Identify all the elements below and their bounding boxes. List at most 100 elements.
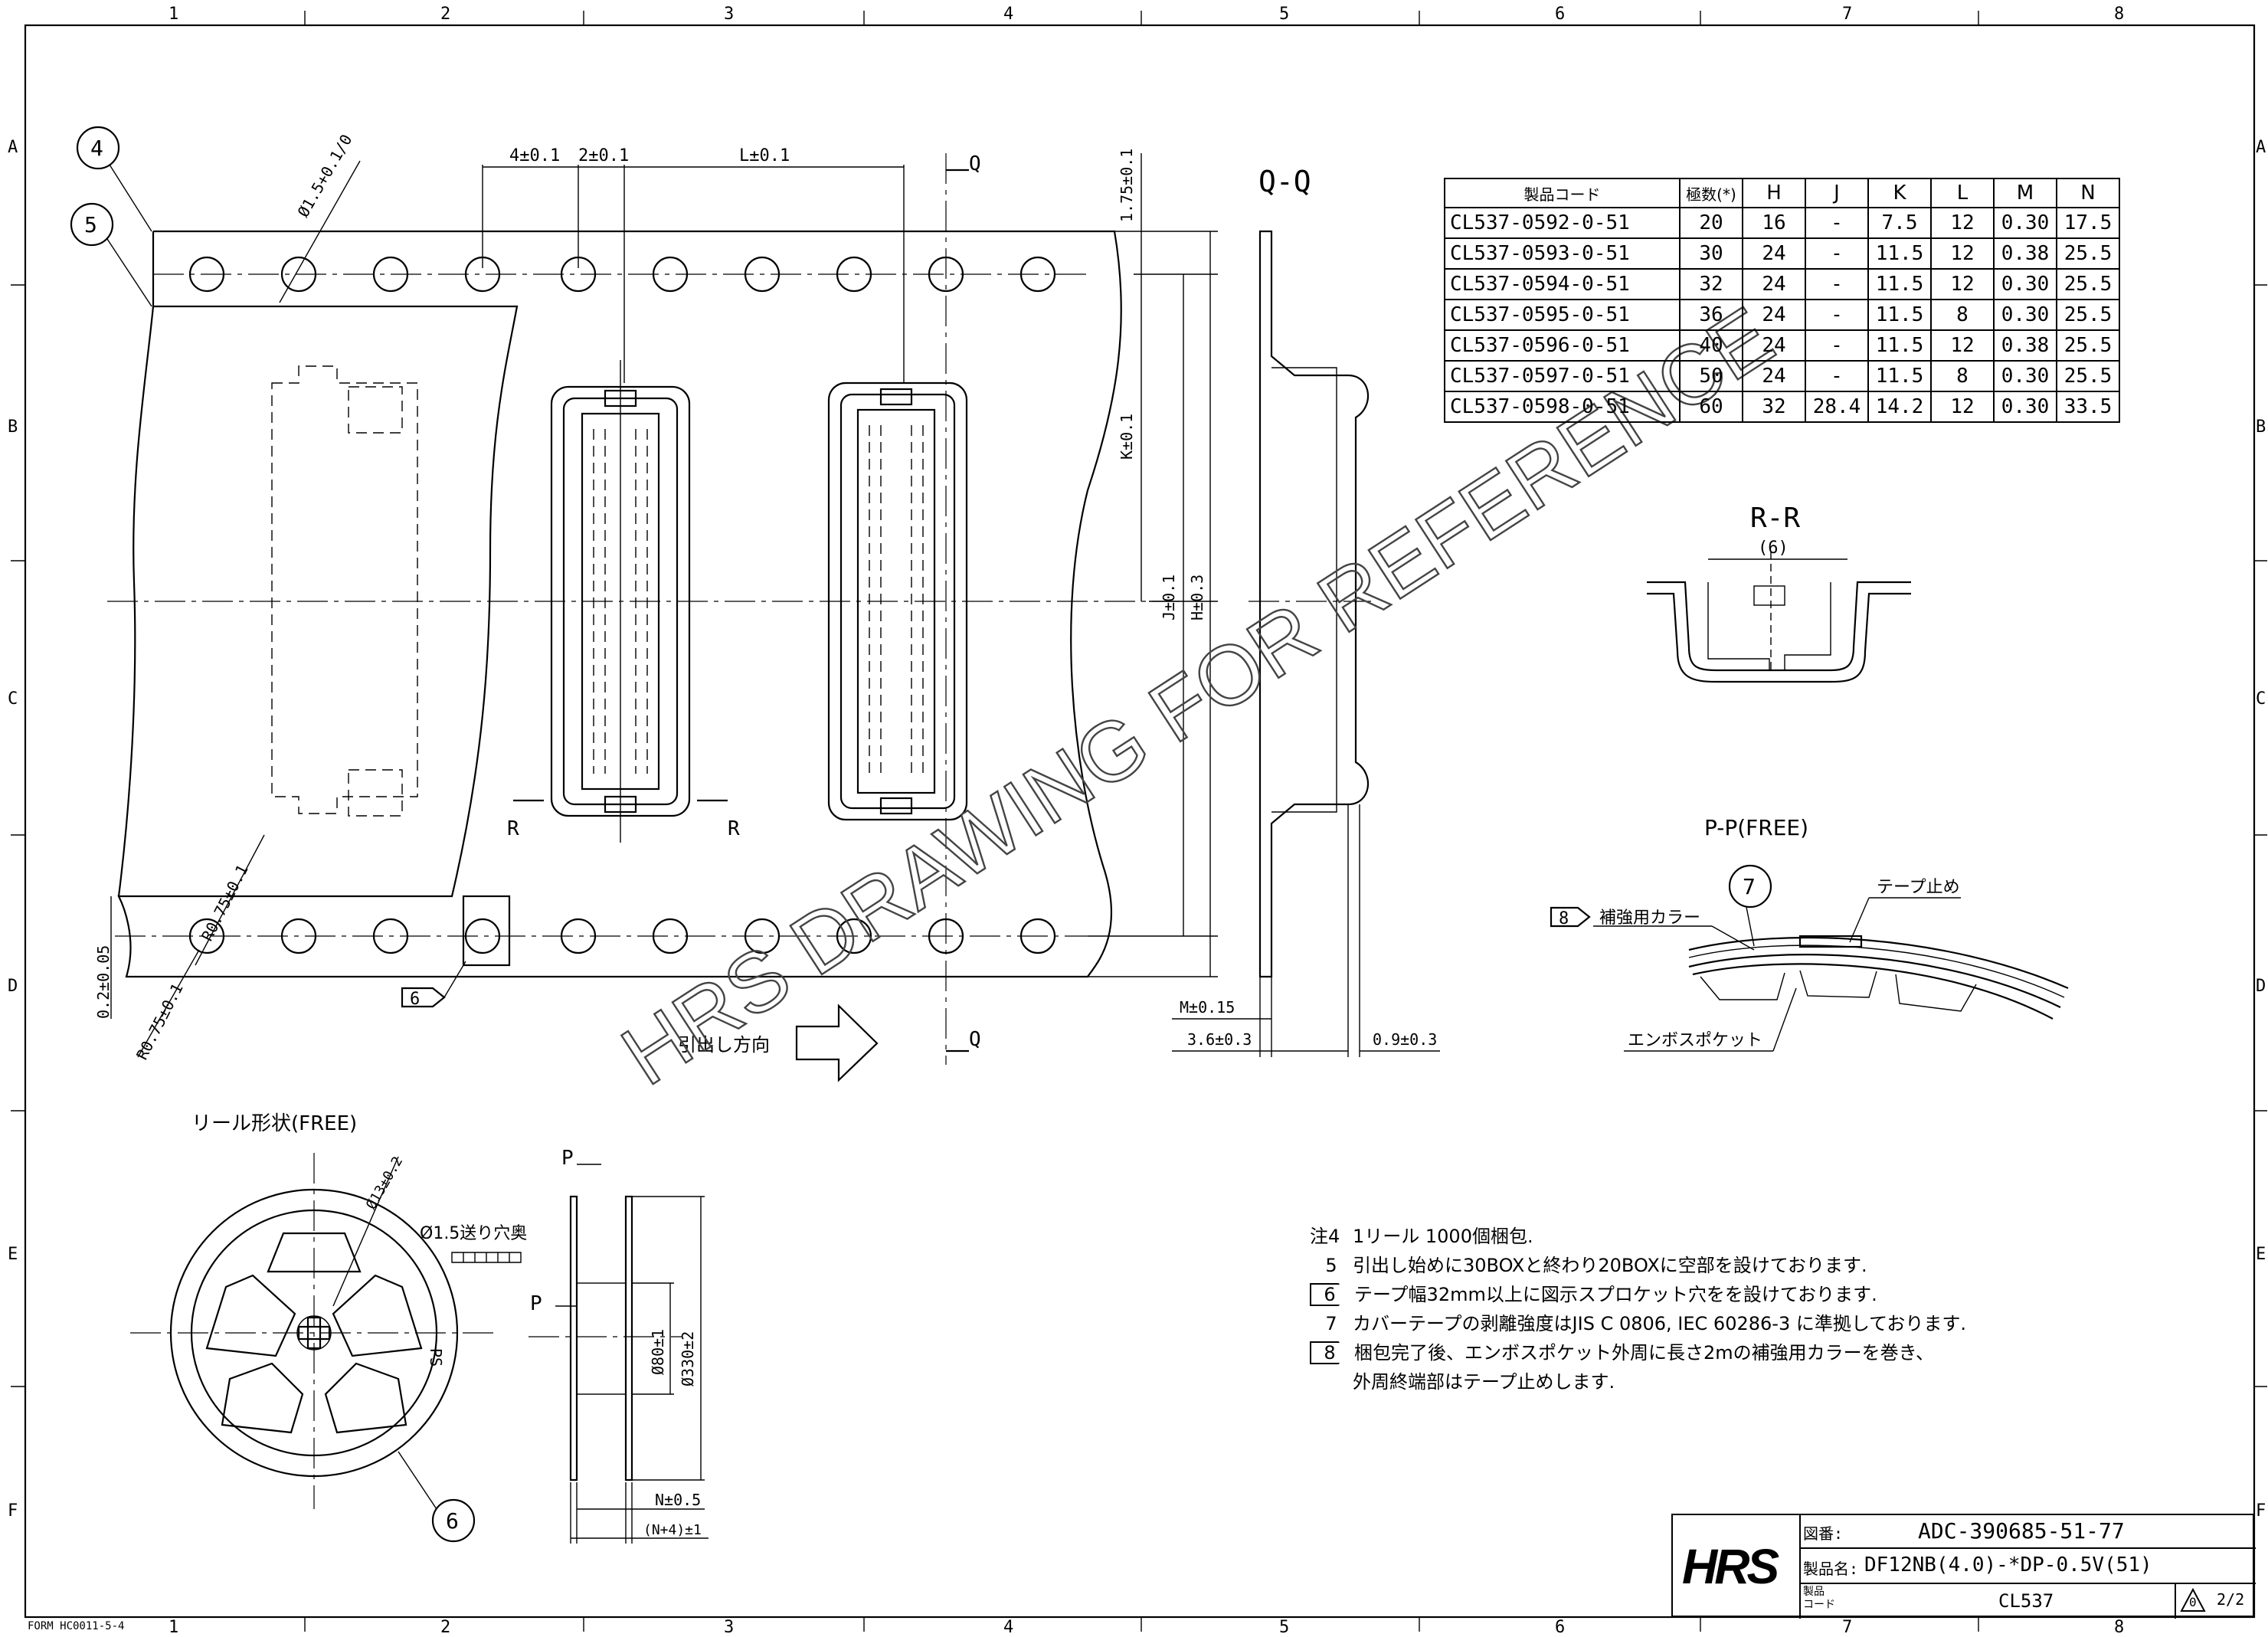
grid-label: D xyxy=(8,977,18,996)
table-cell: 25.5 xyxy=(2056,299,2120,331)
drawing-no: ADC-390685-51-77 xyxy=(1918,1518,2125,1544)
table-cell: 25.5 xyxy=(2056,360,2120,392)
carrier-tape-view: R R Q Q 4±0.1 2±0.1 L±0.1 Ø1.5+0.1/0 1.7… xyxy=(70,126,1218,1082)
pp-title: P-P(FREE) xyxy=(1704,815,1808,840)
dim-j: J±0.1 xyxy=(1160,575,1178,620)
dim-0-9: 0.9±0.3 xyxy=(1373,1030,1437,1049)
grid-label: A xyxy=(8,138,18,157)
grid-label: 1 xyxy=(169,5,179,24)
table-cell: 24 xyxy=(1742,329,1806,362)
title-block: HRS 図番: ADC-390685-51-77 製品名: DF12NB(4.0… xyxy=(1671,1514,2256,1619)
pp-pocket-label: エンボスポケット xyxy=(1628,1031,1762,1050)
grid-label: C xyxy=(8,689,18,709)
pull-direction: 引出し方向 xyxy=(678,1034,770,1056)
table-cell: CL537-0597-0-51 xyxy=(1444,360,1681,392)
product-name-label: 製品名: xyxy=(1803,1560,1859,1578)
table-cell: 11.5 xyxy=(1867,299,1932,331)
table-cell: 32 xyxy=(1679,268,1743,300)
grid-label: 7 xyxy=(1842,5,1853,24)
reel-ps-label: PS xyxy=(427,1348,445,1367)
balloon-4: 4 xyxy=(90,136,103,161)
section-pp-view: P-P(FREE) 7 8 補強用カラー テープ止め エンボスポケット xyxy=(1550,815,2069,1052)
rr-title: R-R xyxy=(1750,503,1800,534)
table-cell: 0.30 xyxy=(1993,299,2057,331)
section-rr-view: R-R (6) xyxy=(1647,503,1911,683)
dim-3-6: 3.6±0.3 xyxy=(1187,1030,1252,1049)
note-text: 引出し始めに30BOXと終わり20BOXに空部を設けております. xyxy=(1353,1255,1867,1276)
table-cell: 11.5 xyxy=(1867,360,1932,392)
table-cell: CL537-0595-0-51 xyxy=(1444,299,1681,331)
pocket-2 xyxy=(827,153,968,1065)
table-cell: 25.5 xyxy=(2056,237,2120,270)
table-cell: 16 xyxy=(1742,207,1806,239)
dim-r-top: R0.75±0.1 xyxy=(198,862,252,944)
grid-label: 8 xyxy=(2114,1618,2125,1637)
grid-label: 6 xyxy=(1555,5,1566,24)
table-header: H xyxy=(1742,178,1806,208)
note-line: 外周終端部はテープ止めします. xyxy=(1310,1367,1966,1396)
table-header: N xyxy=(2056,178,2120,208)
reel-hub-dim: Ø13±0.2 xyxy=(363,1154,406,1212)
note-text: 1リール 1000個梱包. xyxy=(1353,1226,1533,1247)
product-name: DF12NB(4.0)-*DP-0.5V(51) xyxy=(1864,1554,2152,1576)
grid-label: E xyxy=(2256,1245,2266,1264)
dim-h: H±0.3 xyxy=(1188,575,1206,620)
reel-section-p-top: P xyxy=(561,1147,574,1170)
reel-balloon-6: 6 xyxy=(446,1508,459,1534)
table-header: 極数(*) xyxy=(1679,178,1743,208)
table-header: M xyxy=(1993,178,2057,208)
table-header: K xyxy=(1867,178,1932,208)
grid-label: 7 xyxy=(1842,1618,1853,1637)
reel-feed-hole: Ø1.5送り穴奥 xyxy=(420,1224,527,1243)
flag-6: 6 xyxy=(410,990,420,1009)
reel-d80: Ø80±1 xyxy=(649,1329,667,1375)
table-header: 製品コード xyxy=(1444,178,1681,208)
table-cell: 14.2 xyxy=(1867,391,1932,423)
reel-title: リール形状(FREE) xyxy=(191,1112,357,1135)
table-cell: 24 xyxy=(1742,268,1806,300)
grid-label: F xyxy=(2256,1501,2266,1521)
pp-tape-stop-label: テープ止め xyxy=(1877,878,1960,897)
rr-dim: (6) xyxy=(1758,539,1789,558)
table-cell: 12 xyxy=(1930,391,1995,423)
dim-gap: 0.2±0.05 xyxy=(94,945,113,1019)
table-header: J xyxy=(1805,178,1869,208)
table-cell: 11.5 xyxy=(1867,268,1932,300)
table-cell: 17.5 xyxy=(2056,207,2120,239)
note-text: カバーテープの剥離強度はJIS C 0806, IEC 60286-3 に準拠し… xyxy=(1353,1313,1967,1334)
table-cell: 12 xyxy=(1930,237,1995,270)
table-cell: - xyxy=(1805,207,1869,239)
grid-label: 3 xyxy=(724,5,735,24)
dim-m: M±0.15 xyxy=(1180,998,1235,1017)
table-cell: 40 xyxy=(1679,329,1743,362)
grid-label: 1 xyxy=(169,1618,179,1637)
pp-flag-8: 8 xyxy=(1559,909,1569,928)
grid-label: B xyxy=(2256,417,2266,437)
table-cell: 11.5 xyxy=(1867,329,1932,362)
table-cell: 20 xyxy=(1679,207,1743,239)
grid-label: 2 xyxy=(440,5,451,24)
balloon-5: 5 xyxy=(84,212,97,237)
grid-label: F xyxy=(8,1501,18,1521)
qq-title: Q-Q xyxy=(1258,165,1311,198)
grid-label: B xyxy=(8,417,18,437)
dim-k: K±0.1 xyxy=(1118,414,1136,460)
table-cell: 24 xyxy=(1742,237,1806,270)
dim-hole: Ø1.5+0.1/0 xyxy=(294,131,356,220)
grid-label: 3 xyxy=(724,1618,735,1637)
reel-d330: Ø330±2 xyxy=(679,1331,697,1387)
table-cell: 24 xyxy=(1742,360,1806,392)
table-cell: 33.5 xyxy=(2056,391,2120,423)
table-cell: 0.38 xyxy=(1993,329,2057,362)
dim-r-bottom: R0.75±0.1 xyxy=(133,981,187,1062)
table-cell: CL537-0594-0-51 xyxy=(1444,268,1681,300)
note-number: 8 xyxy=(1310,1341,1348,1364)
